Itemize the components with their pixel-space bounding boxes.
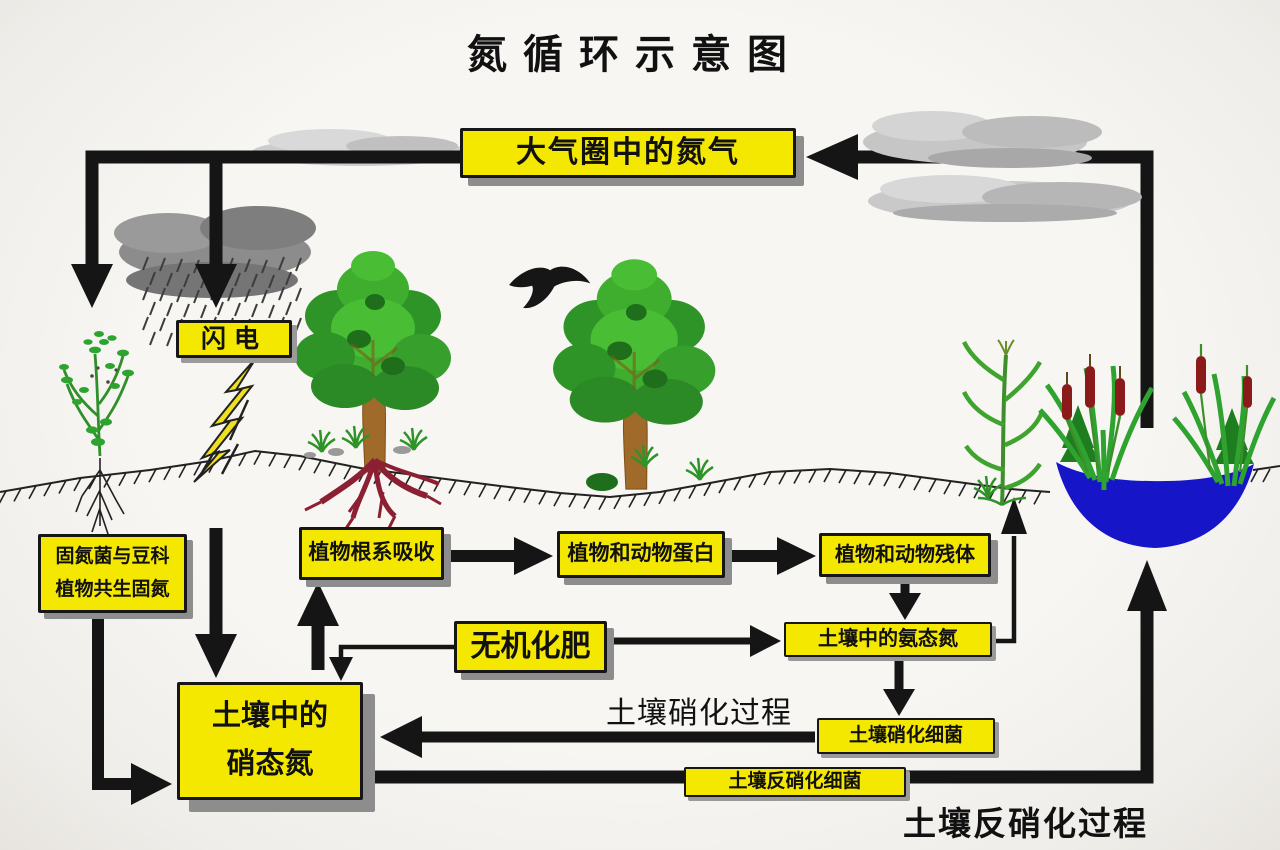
node-soil-nitrate: 土壤中的 硝态氮 (177, 682, 363, 800)
node-root-absorption: 植物根系吸收 (299, 527, 444, 580)
node-lightning: 闪电 (176, 320, 292, 358)
grass-icon (972, 474, 1003, 500)
node-label: 植物和动物残体 (835, 543, 975, 566)
arrowhead-left-nitrate (380, 716, 422, 758)
arrowhead-up-plants (1001, 497, 1027, 534)
node-atmosphere-nitrogen: 大气圈中的氮气 (460, 128, 796, 178)
arrowhead-down-nitrate-small (329, 657, 353, 681)
arrowhead-down-left (71, 264, 113, 308)
arrowhead-left-atmosphere (806, 134, 858, 180)
arrowhead-up-loop (1127, 560, 1167, 611)
node-label: 植物根系吸收 (308, 541, 435, 565)
tree-icon (295, 251, 451, 472)
arrowhead-right-protein (514, 537, 553, 575)
arrow-fertilizer-to-nitrate (338, 644, 454, 659)
diagram-title: 氮循环示意图 (467, 33, 803, 77)
rain-icon (142, 256, 302, 349)
node-label: 植物和动物蛋白 (567, 542, 715, 566)
grass-icon (306, 428, 337, 454)
arrowhead-down-lightning (195, 264, 237, 308)
arrow-ammonium-to-plants (992, 536, 1017, 644)
node-soil-denitrifying-bacteria: 土壤反硝化细菌 (684, 767, 906, 797)
legume-plant-icon (59, 331, 134, 535)
node-soil-nitrifying-bacteria: 土壤硝化细菌 (817, 718, 995, 754)
node-plant-animal-protein: 植物和动物蛋白 (557, 531, 725, 578)
arrow-atmosphere-to-soil (85, 150, 460, 268)
node-label-line1: 固氮菌与豆科 (55, 545, 170, 567)
node-label: 闪电 (200, 324, 267, 353)
lightning-bolt-icon (193, 357, 257, 483)
cattails-icon (1172, 344, 1277, 487)
arrowhead-down-ammonium (889, 593, 921, 620)
node-soil-ammonium: 土壤中的氨态氮 (784, 622, 992, 657)
bird-icon (509, 266, 591, 309)
pebbles-icon (304, 446, 411, 458)
node-label-line1: 土壤中的 (211, 700, 328, 733)
node-label-line2: 硝态氮 (226, 748, 314, 781)
arrowhead-down-nitrate (195, 634, 237, 678)
arrowhead-right-nitrate (131, 763, 172, 805)
arrowhead-right-ammonium (750, 625, 781, 657)
node-label: 土壤反硝化细菌 (728, 771, 862, 793)
cattails-icon (1038, 354, 1155, 491)
node-label-line2: 植物共生固氮 (55, 579, 170, 601)
cloud-icon (863, 111, 1142, 222)
bush-icon (586, 473, 618, 491)
tree-roots-icon (304, 457, 442, 531)
node-inorganic-fertilizer: 无机化肥 (454, 621, 607, 673)
node-plant-animal-residue: 植物和动物残体 (819, 533, 991, 577)
arrowhead-right-residue (777, 537, 816, 575)
node-label: 土壤硝化细菌 (848, 725, 963, 747)
denitrification-process-label: 土壤反硝化过程 (903, 805, 1148, 842)
nitrification-process-label: 土壤硝化过程 (606, 697, 792, 730)
arrowhead-down-nitrifying (883, 689, 915, 716)
tree-icon (553, 259, 715, 489)
node-label: 土壤中的氨态氮 (818, 628, 958, 650)
node-label: 无机化肥 (470, 629, 591, 663)
arrow-denitrify-loop (368, 608, 1154, 784)
node-symbiotic-fixation: 固氮菌与豆科 植物共生固氮 (38, 534, 187, 613)
arrowhead-up-roots (297, 582, 339, 626)
flow-arrows (71, 134, 1167, 805)
corn-plant-icon (961, 339, 1045, 507)
arrow-fixation-to-nitrate (92, 618, 133, 790)
node-label: 大气圈中的氮气 (516, 135, 740, 169)
grass-icon (684, 456, 715, 482)
